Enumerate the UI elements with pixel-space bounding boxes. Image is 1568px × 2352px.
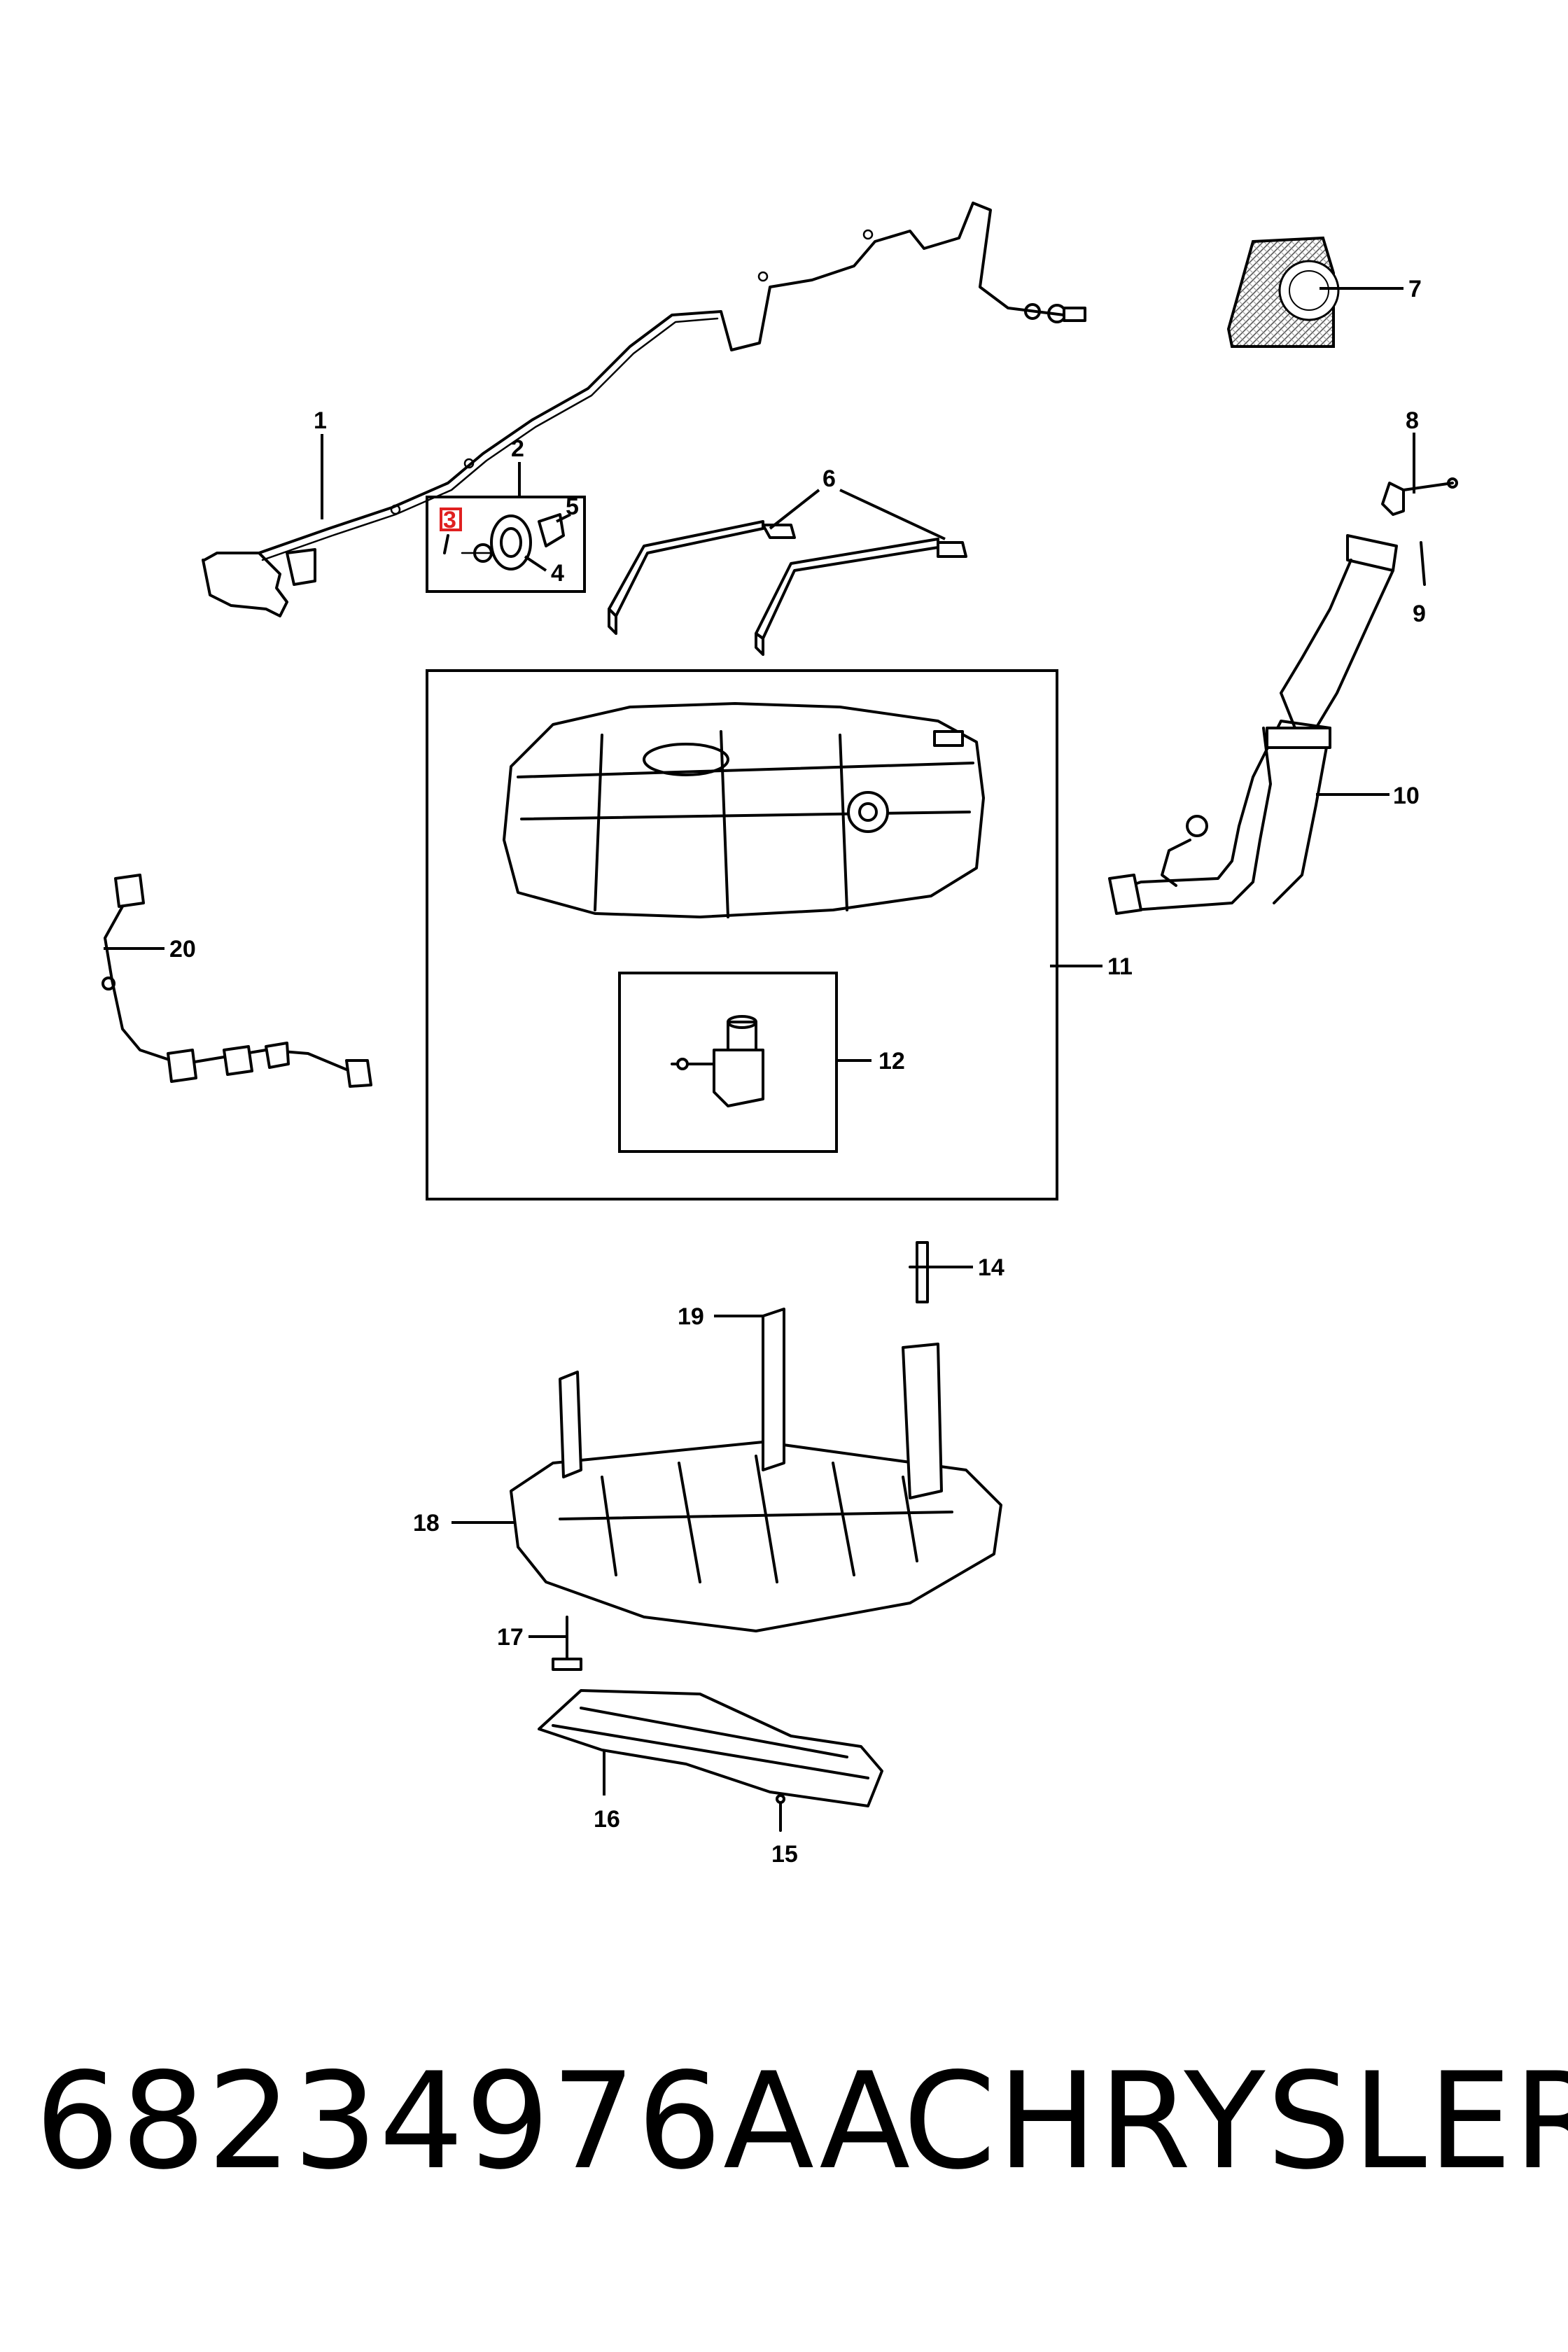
wiring-harness-part-20 (102, 874, 372, 1088)
callout-3-highlight-box (440, 507, 462, 531)
footer: 68234976AA CHRYSLER (0, 2044, 1568, 2268)
callout-9: 9 (1413, 601, 1426, 627)
tank-straps-part-6 (608, 520, 967, 656)
pin-part-14 (909, 1241, 936, 1303)
callout-11: 11 (1107, 953, 1133, 980)
callout-18: 18 (413, 1510, 440, 1536)
leader-lines (104, 287, 1415, 1795)
callout-2: 2 (511, 435, 524, 462)
callout-16: 16 (594, 1806, 620, 1833)
callout-1: 1 (314, 407, 327, 434)
stud-part-17 (552, 1616, 582, 1671)
skid-plate-part-18 (510, 1308, 1002, 1632)
callout-5: 5 (566, 493, 579, 520)
callout-17: 17 (497, 1624, 524, 1651)
fuel-tank-assembly-box (426, 669, 1058, 1200)
fuel-line-part-1 (202, 202, 1086, 617)
callout-14: 14 (978, 1254, 1004, 1281)
brand-name: CHRYSLER (903, 2044, 1568, 2199)
callout-6: 6 (822, 465, 836, 492)
callout-12: 12 (878, 1048, 905, 1074)
callout-15: 15 (771, 1841, 798, 1868)
callout-10: 10 (1393, 783, 1420, 809)
callout-20: 20 (169, 936, 196, 962)
callout-19: 19 (678, 1303, 704, 1330)
callout-8: 8 (1406, 407, 1419, 434)
callout-labels: 1 2 3 4 5 6 7 8 9 10 11 12 14 15 16 17 1… (169, 276, 1426, 1868)
pump-inner-box-part-12 (618, 972, 838, 1153)
screw-part-15 (776, 1794, 785, 1832)
filler-neck-part-10 (1108, 477, 1458, 915)
heat-shield-part-7 (1226, 236, 1340, 348)
lower-shield-part-16 (538, 1689, 883, 1807)
callout-7: 7 (1408, 276, 1422, 302)
part-number: 68234976AA (35, 2044, 912, 2199)
exploded-parts-diagram: 1 2 3 4 5 6 7 8 9 10 11 12 14 15 16 17 1… (102, 202, 1458, 1868)
callout-4: 4 (551, 560, 564, 587)
callout-3: 3 (443, 507, 456, 533)
